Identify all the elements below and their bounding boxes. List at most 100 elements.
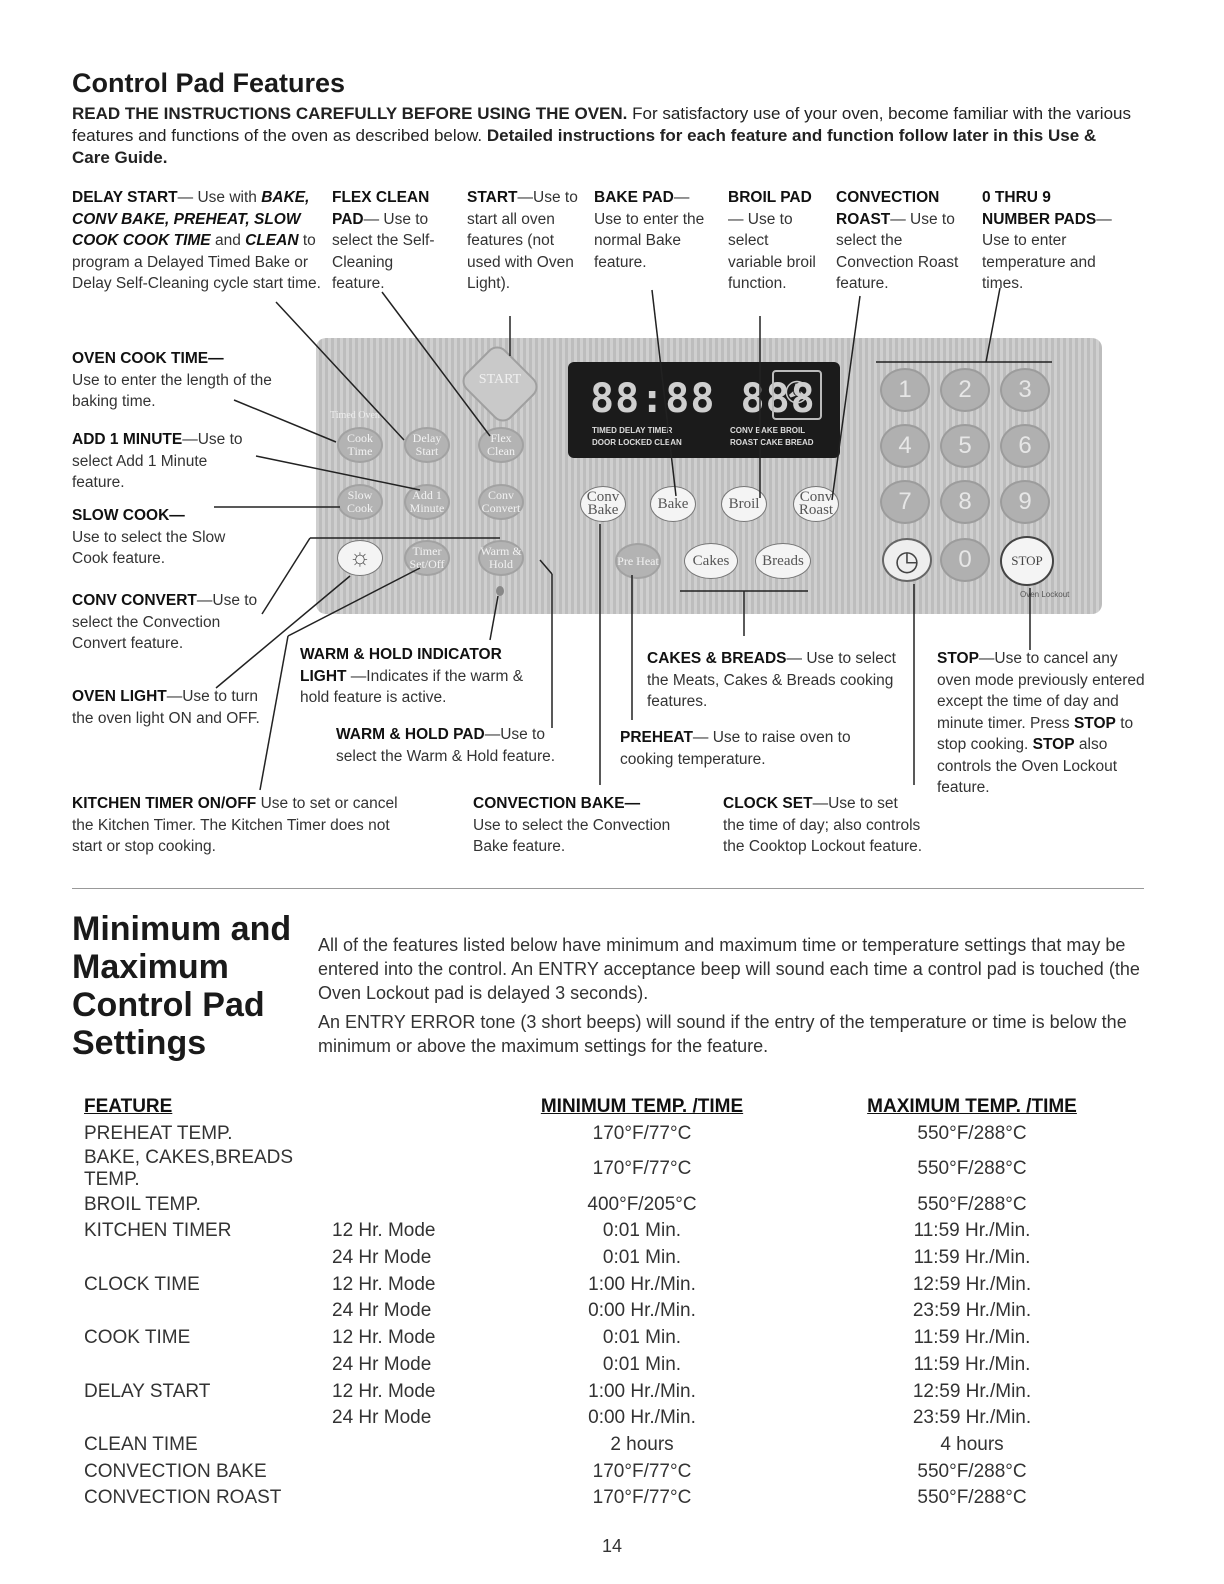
bake-pad[interactable]: Bake <box>650 486 696 522</box>
label-convection-bake: CONVECTION BAKE—Use to select the Convec… <box>473 795 671 855</box>
mode-cell <box>332 1432 532 1459</box>
mode-cell: 24 Hr Mode <box>332 1407 432 1429</box>
start-button-label: START <box>478 372 522 387</box>
timer-pad[interactable]: Timer Set/Off <box>404 540 450 576</box>
mode-cell: 12 Hr. Mode <box>332 1327 436 1349</box>
cook-time-pad[interactable]: Cook Time <box>337 427 383 463</box>
label-delay-start: DELAY START— Use with BAKE, CONV BAKE, P… <box>72 189 321 292</box>
maximum-cell: 550°F/288°C <box>917 1158 1027 1180</box>
clock-icon[interactable]: ◷ <box>882 538 932 582</box>
label-flex-clean: FLEX CLEAN PAD— Use to select the Self-C… <box>332 189 435 292</box>
conv-bake-pad[interactable]: Conv Bake <box>580 486 626 522</box>
label-conv-convert: CONV CONVERT—Use to select the Convectio… <box>72 592 258 652</box>
feature-cell: CONVECTION ROAST <box>84 1487 282 1509</box>
slow-cook-pad[interactable]: Slow Cook <box>337 484 383 520</box>
table-row: CONVECTION ROAST 170°F/77°C 550°F/288°C <box>84 1485 1192 1512</box>
label-broil-pad: BROIL PAD— Use to select variable broil … <box>728 189 816 292</box>
display-digits: 88:88 888 <box>590 376 816 422</box>
minimum-cell: 400°F/205°C <box>587 1193 697 1215</box>
minimum-cell: 0:01 Min. <box>602 1353 682 1375</box>
preheat-pad[interactable]: Pre Heat <box>615 543 661 579</box>
display-row2: DOOR LOCKED CLEAN <box>592 438 682 447</box>
feature-cell: CONVECTION BAKE <box>84 1460 267 1482</box>
label-preheat: PREHEAT— Use to raise oven to cooking te… <box>620 729 851 768</box>
number-pad-3[interactable]: 3 <box>1000 368 1050 412</box>
number-pad-4[interactable]: 4 <box>880 424 930 468</box>
breads-pad[interactable]: Breads <box>755 543 811 579</box>
feature-cell <box>84 1405 332 1432</box>
feature-cell: PREHEAT TEMP. <box>84 1123 233 1145</box>
add-minute-pad[interactable]: Add 1 Minute <box>404 484 450 520</box>
number-pad-9[interactable]: 9 <box>1000 480 1050 524</box>
header-minimum: MINIMUM TEMP. /TIME <box>540 1096 744 1118</box>
maximum-cell: 550°F/288°C <box>917 1487 1027 1509</box>
label-kitchen-timer: KITCHEN TIMER ON/OFF Use to set or cance… <box>72 795 398 855</box>
maximum-cell: 11:59 Hr./Min. <box>913 1353 1031 1375</box>
minimum-cell: 170°F/77°C <box>592 1460 692 1482</box>
feature-cell: CLOCK TIME <box>84 1273 200 1295</box>
label-cakes-breads: CAKES & BREADS— Use to select the Meats,… <box>647 650 896 710</box>
section-paragraph-2: An ENTRY ERROR tone (3 short beeps) will… <box>318 1012 1127 1056</box>
label-slow-cook: SLOW COOK—Use to select the Slow Cook fe… <box>72 507 226 567</box>
intro-bold-2: Detailed instructions for each feature a… <box>72 126 1097 167</box>
number-pad-0[interactable]: 0 <box>940 538 990 582</box>
number-pad-5[interactable]: 5 <box>940 424 990 468</box>
oven-light-icon[interactable]: ☼ <box>337 540 383 576</box>
mode-cell <box>332 1485 532 1512</box>
feature-cell <box>84 1245 332 1272</box>
intro-text: For satisfactory use of your oven, becom… <box>72 104 1131 145</box>
label-clock-set: CLOCK SET—Use to set the time of day; al… <box>723 795 923 855</box>
timed-oven-label: Timed Oven <box>330 410 380 421</box>
flex-clean-pad[interactable]: Flex Clean <box>478 427 524 463</box>
conv-roast-pad[interactable]: Conv Roast <box>793 486 839 522</box>
minimum-cell: 170°F/77°C <box>592 1487 692 1509</box>
feature-cell: BAKE, CAKES,BREADS TEMP. <box>84 1147 294 1191</box>
minimum-cell: 0:01 Min. <box>602 1220 682 1242</box>
delay-start-pad[interactable]: Delay Start <box>404 427 450 463</box>
mode-cell <box>332 1458 532 1485</box>
feature-cell <box>84 1298 332 1325</box>
intro-paragraph: READ THE INSTRUCTIONS CAREFULLY BEFORE U… <box>72 103 1132 169</box>
number-pad-2[interactable]: 2 <box>940 368 990 412</box>
mode-cell <box>332 1191 532 1218</box>
label-warm-hold-indicator: WARM & HOLD INDICATOR LIGHT —Indicates i… <box>300 646 524 706</box>
display-row1: TIMED DELAY TIMER <box>592 426 673 435</box>
page-title: Control Pad Features <box>72 68 346 98</box>
number-pad-6[interactable]: 6 <box>1000 424 1050 468</box>
minimum-cell: 1:00 Hr./Min. <box>588 1273 696 1295</box>
conv-convert-pad[interactable]: Conv Convert <box>478 484 524 520</box>
maximum-cell: 11:59 Hr./Min. <box>913 1220 1031 1242</box>
maximum-cell: 550°F/288°C <box>917 1460 1027 1482</box>
minimum-cell: 0:00 Hr./Min. <box>588 1300 696 1322</box>
number-pad-1[interactable]: 1 <box>880 368 930 412</box>
minimum-cell: 170°F/77°C <box>592 1158 692 1180</box>
section-divider <box>72 888 1144 889</box>
feature-cell <box>84 1352 332 1379</box>
maximum-cell: 12:59 Hr./Min. <box>912 1273 1032 1295</box>
oven-display <box>568 362 840 458</box>
label-bake-pad: BAKE PAD— Use to enter the normal Bake f… <box>594 189 705 271</box>
cakes-pad[interactable]: Cakes <box>684 543 738 579</box>
warm-hold-pad[interactable]: Warm & Hold <box>478 540 524 576</box>
feature-cell: BROIL TEMP. <box>84 1193 201 1215</box>
minimum-cell: 0:01 Min. <box>602 1327 682 1349</box>
number-pad-7[interactable]: 7 <box>880 480 930 524</box>
number-pad-8[interactable]: 8 <box>940 480 990 524</box>
maximum-cell: 11:59 Hr./Min. <box>913 1247 1031 1269</box>
maximum-cell: 550°F/288°C <box>917 1123 1027 1145</box>
label-add-minute: ADD 1 MINUTE—Use to select Add 1 Minute … <box>72 431 243 491</box>
header-feature: FEATURE <box>84 1096 173 1118</box>
stop-button[interactable]: STOP <box>1000 536 1054 586</box>
section-paragraph-1: All of the features listed below have mi… <box>318 935 1140 1003</box>
label-warm-hold-pad: WARM & HOLD PAD—Use to select the Warm &… <box>336 726 556 765</box>
